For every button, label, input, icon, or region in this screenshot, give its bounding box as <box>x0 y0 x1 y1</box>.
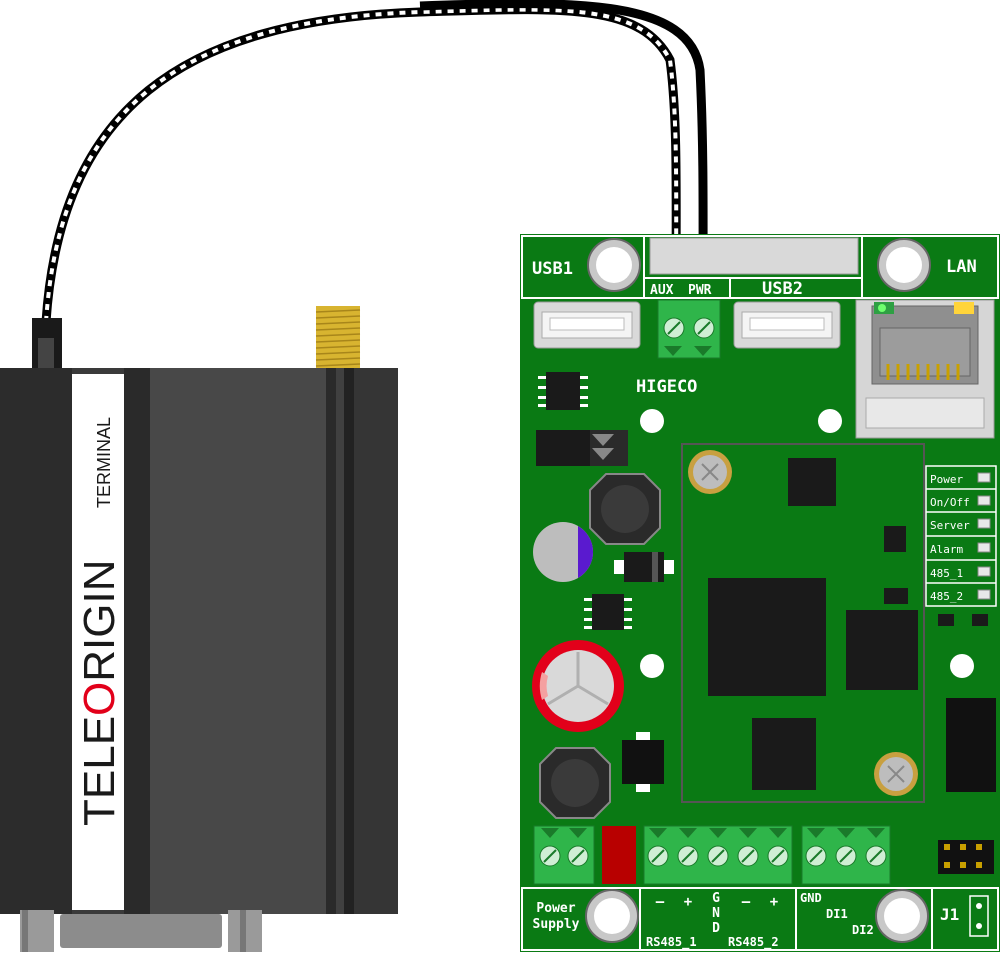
status-led-panel: Power On/Off Server Alarm 485_1 485_2 <box>925 465 997 626</box>
modem-model: TERMINAL <box>94 417 114 508</box>
lan-label: LAN <box>946 257 977 277</box>
aux-pwr-terminal <box>657 299 721 359</box>
led-label-485-2: 485_2 <box>930 590 963 603</box>
gsm-modem: TELEORIGIN TERMINAL <box>0 306 398 952</box>
usb2-port <box>733 301 841 349</box>
power-label-2: Supply <box>533 917 580 932</box>
rs485-2-label: RS485_2 <box>728 935 779 950</box>
rs485-1-minus: – <box>656 894 665 910</box>
led-label-power: Power <box>930 473 963 486</box>
chip-small-1 <box>538 372 588 410</box>
gnd-letter-n: N <box>712 906 720 921</box>
di1-label: DI1 <box>826 907 848 921</box>
led-label-onoff: On/Off <box>930 496 970 509</box>
rs485-2-minus: – <box>742 894 751 910</box>
led-label-alarm: Alarm <box>930 543 963 556</box>
led-label-server: Server <box>930 519 970 532</box>
led-label-485-1: 485_1 <box>930 567 963 580</box>
led-onoff <box>977 495 991 506</box>
lan-port <box>855 299 995 439</box>
regulator <box>622 732 664 792</box>
capacitor-small <box>533 522 594 582</box>
chip-small-2 <box>584 594 632 630</box>
usb1-label: USB1 <box>532 259 573 279</box>
pwr-label: PWR <box>688 283 712 298</box>
rs485-1-plus: + <box>684 894 692 910</box>
diode-smd <box>614 552 674 582</box>
jumper-pins <box>938 840 994 874</box>
pcb-board: USB1 LAN USB2 AUX PWR <box>520 234 1000 952</box>
aux-label: AUX <box>650 283 674 298</box>
db-connector <box>60 914 222 948</box>
mounting-holes <box>585 238 974 943</box>
modem-brand-o: O <box>75 682 124 716</box>
led-server <box>977 518 991 529</box>
right-connector <box>946 698 996 792</box>
svg-text:TELEORIGIN: TELEORIGIN <box>75 559 124 826</box>
modem-brand: TELE <box>75 716 124 826</box>
modem-label-strip <box>72 374 124 910</box>
led-485-1 <box>977 566 991 577</box>
rs485-1-label: RS485_1 <box>646 935 697 950</box>
capacitor-large <box>532 640 624 732</box>
usb1-port <box>533 301 641 349</box>
j1-label: J1 <box>940 905 959 924</box>
label-area <box>649 237 859 275</box>
gnd-label: GND <box>800 891 822 905</box>
board-brand: HIGECO <box>636 377 697 397</box>
power-terminal <box>533 825 595 885</box>
rs485-2-plus: + <box>770 894 778 910</box>
gnd-letter-d: D <box>712 921 720 936</box>
inductor-1 <box>589 473 661 545</box>
led-485-2 <box>977 589 991 600</box>
diode-bridge <box>536 430 628 466</box>
led-power <box>977 472 991 483</box>
led-alarm <box>977 542 991 553</box>
gnd-letter-g: G <box>712 891 720 906</box>
j1-connector <box>969 895 989 937</box>
cpu-module <box>681 443 925 803</box>
inductor-2 <box>539 747 611 819</box>
power-label-1: Power <box>536 901 575 916</box>
fuse <box>602 826 636 884</box>
di2-label: DI2 <box>852 923 874 937</box>
modem-brand-suffix: RIGIN <box>75 559 124 681</box>
antenna-cable <box>41 0 708 323</box>
usb2-label: USB2 <box>762 279 803 299</box>
di-terminal <box>801 825 891 885</box>
rs485-terminal <box>643 825 793 885</box>
